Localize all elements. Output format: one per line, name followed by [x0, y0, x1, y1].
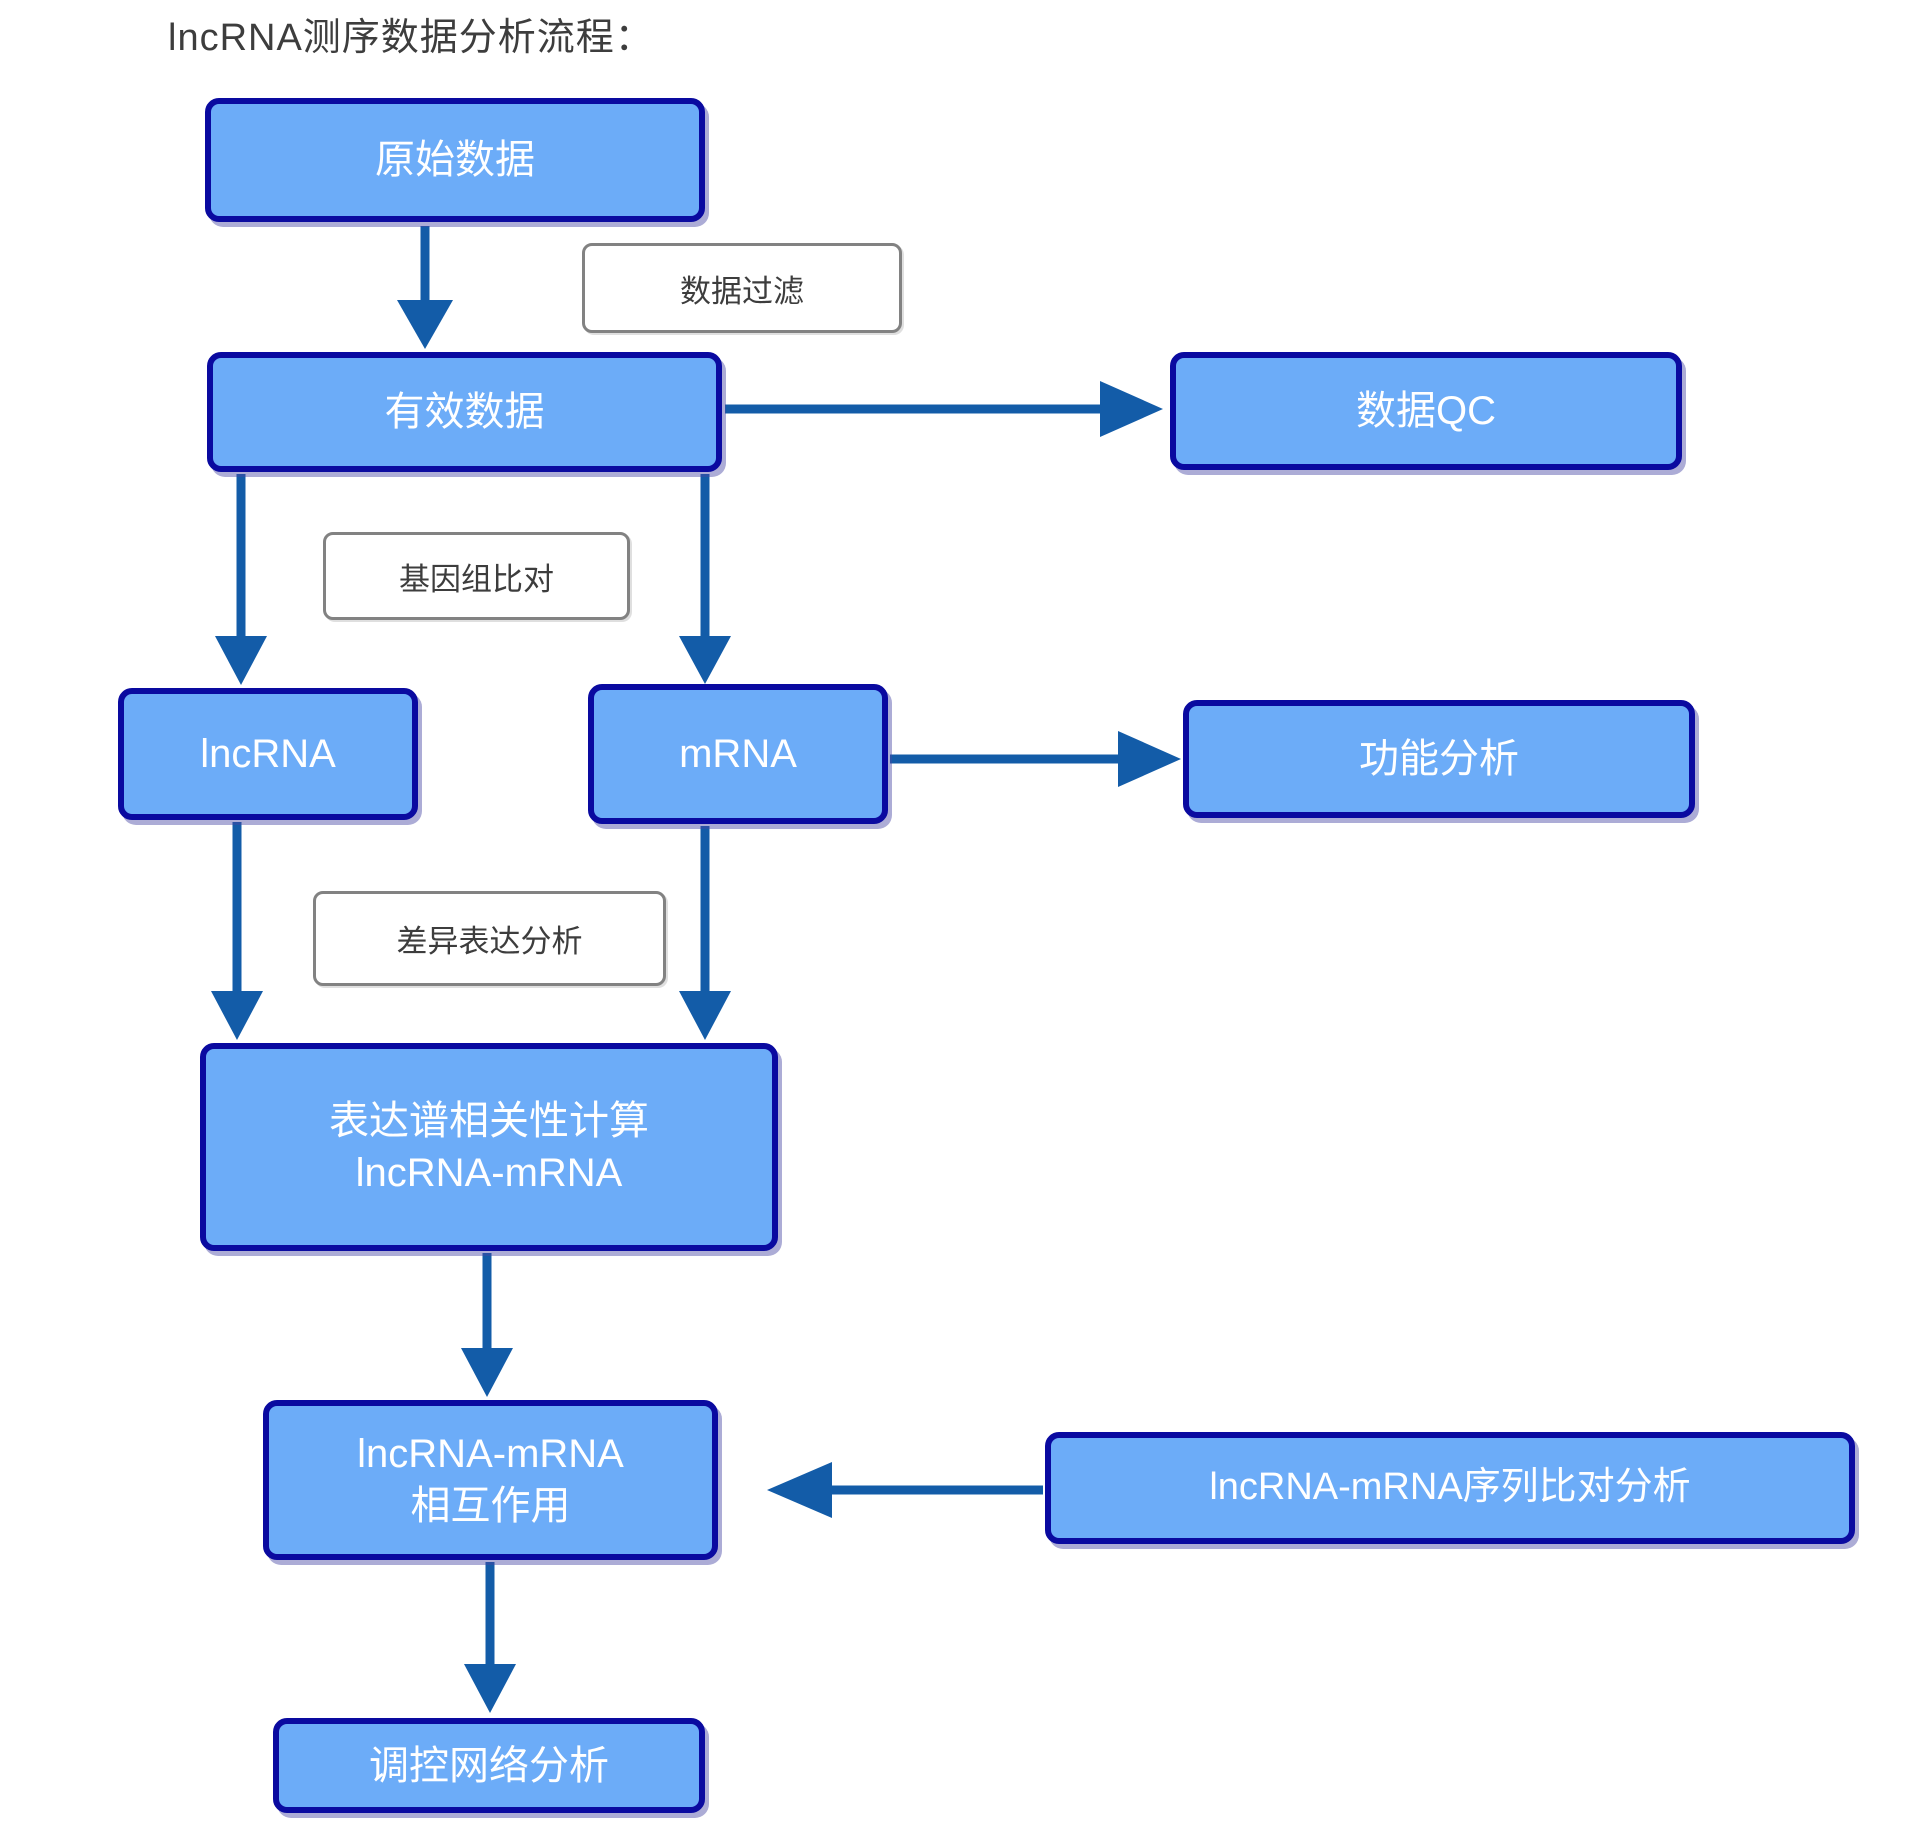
edge-label-data-filter-text: 数据过滤 — [680, 273, 804, 309]
page-title: lncRNA测序数据分析流程： — [168, 17, 654, 59]
arrow-valid-to-qc — [725, 381, 1163, 437]
node-data-qc-label: 数据QC — [1356, 389, 1496, 433]
node-data-qc: 数据QC — [1170, 352, 1682, 470]
edge-label-diff-expression: 差异表达分析 — [313, 891, 666, 986]
edge-label-genome-alignment: 基因组比对 — [323, 532, 630, 620]
node-mrna: mRNA — [588, 684, 888, 824]
node-function-analysis: 功能分析 — [1183, 700, 1695, 818]
node-correlation-label-line1: 表达谱相关性计算 — [329, 1099, 649, 1143]
node-correlation: 表达谱相关性计算 lncRNA-mRNA — [200, 1043, 778, 1251]
node-interaction-label-line1: lncRNA-mRNA — [357, 1432, 624, 1476]
arrow-raw-to-valid — [397, 226, 453, 349]
node-network-analysis-label: 调控网络分析 — [369, 1743, 609, 1788]
arrow-valid-to-mrna — [679, 474, 731, 684]
arrow-seqalign-to-interaction — [767, 1462, 1043, 1518]
node-raw-data: 原始数据 — [205, 98, 705, 222]
arrow-mrna-to-correlation — [679, 826, 731, 1040]
edge-label-genome-alignment-text: 基因组比对 — [399, 561, 554, 597]
node-interaction: lncRNA-mRNA 相互作用 — [263, 1400, 718, 1560]
node-interaction-label-line2: 相互作用 — [410, 1484, 571, 1528]
arrow-lncrna-to-correlation — [211, 822, 263, 1040]
node-function-analysis-label: 功能分析 — [1359, 737, 1519, 781]
node-correlation-label-line2: lncRNA-mRNA — [355, 1151, 623, 1195]
arrow-interaction-to-network — [464, 1562, 516, 1713]
arrow-correlation-to-interaction — [461, 1253, 513, 1397]
node-valid-data-label: 有效数据 — [384, 390, 545, 434]
node-valid-data: 有效数据 — [207, 352, 722, 472]
node-lncrna-label: lncRNA — [200, 732, 336, 776]
node-raw-data-label: 原始数据 — [375, 138, 535, 182]
node-sequence-alignment: lncRNA-mRNA序列比对分析 — [1045, 1432, 1855, 1544]
arrow-valid-to-lncrna — [215, 474, 267, 685]
edge-label-data-filter: 数据过滤 — [582, 243, 902, 333]
edge-label-diff-expression-text: 差异表达分析 — [396, 924, 583, 959]
arrow-mrna-to-function — [890, 731, 1181, 787]
node-mrna-label: mRNA — [679, 732, 797, 776]
node-network-analysis: 调控网络分析 — [273, 1718, 705, 1813]
node-lncrna: lncRNA — [118, 688, 418, 820]
node-sequence-alignment-label: lncRNA-mRNA序列比对分析 — [1209, 1466, 1691, 1509]
